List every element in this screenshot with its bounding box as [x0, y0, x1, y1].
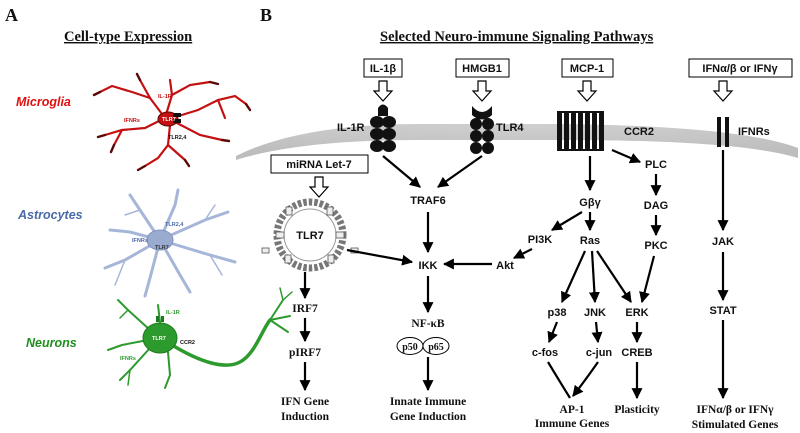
astrocytes-tlr7-label: TLR7 [155, 245, 169, 251]
hmgb1-label: HMGB1 [462, 63, 502, 75]
arrow-tlr7-ikk [346, 248, 414, 266]
astrocytes-tlr24-label: TLR2,4 [165, 222, 184, 228]
panel-a-letter: A [5, 5, 18, 25]
node-pi3k: PI3K [528, 234, 553, 246]
arrow-ras-erk [596, 250, 632, 303]
node-ras: Ras [580, 235, 600, 247]
neurons-ifnrs-label: IFNRs [120, 356, 136, 362]
neurons-illustration [107, 287, 293, 389]
ligand-arrows [308, 80, 734, 198]
pathway-arrows [299, 148, 729, 398]
arrow-il1r-traf6 [382, 155, 421, 188]
arrow-pi3k-akt [513, 248, 533, 259]
tlr4-label: TLR4 [496, 122, 524, 134]
tlr4-receptor-icon [470, 106, 494, 154]
arrow-gby-pi3k [551, 211, 583, 231]
ifn-hollow-arrow [712, 80, 734, 102]
outcome-stim-1: IFNα/β or IFNγ [696, 404, 774, 416]
astrocytes-label: Astrocytes [17, 208, 83, 222]
node-ikk: IKK [419, 260, 438, 272]
outcome-plasticity: Plasticity [614, 404, 660, 416]
hmgb1-box [455, 58, 510, 78]
node-jak: JAK [712, 236, 734, 248]
node-p65: p65 [428, 342, 444, 353]
arrow-ccr2-plc [611, 148, 642, 164]
node-cfos: c-fos [532, 347, 558, 359]
node-dag: DAG [644, 200, 668, 212]
microglia-il1r-label: IL-1R [158, 94, 172, 100]
mirna-let7-label: miRNA Let-7 [286, 159, 352, 171]
node-p38: p38 [548, 307, 567, 319]
arrow-ras-p38 [560, 250, 587, 304]
tlr7-endosome-icon [261, 198, 359, 272]
tlr7-label: TLR7 [296, 230, 324, 242]
neurons-tlr7-label: TLR7 [152, 336, 166, 342]
ccr2-label: CCR2 [624, 126, 654, 138]
microglia-illustration [92, 72, 252, 172]
arrow-tlr4-traf6 [437, 155, 483, 188]
node-akt: Akt [496, 260, 514, 272]
node-pirf7: pIRF7 [289, 347, 321, 359]
ifn-ligand-label: IFNα/β or IFNγ [702, 63, 778, 75]
astrocytes-ifnrs-label: IFNRs [132, 238, 148, 244]
node-plc: PLC [645, 159, 667, 171]
panel-b-letter: B [260, 5, 272, 25]
neurons-il1r-label: IL-1R [166, 310, 180, 316]
outcome-ifn-gene-1: IFN Gene [281, 396, 329, 408]
mirna-hollow-arrow [308, 176, 330, 198]
outcome-stim-2: Stimulated Genes [692, 419, 779, 431]
p65-oval [422, 337, 450, 355]
node-pkc: PKC [644, 240, 667, 252]
mirna-let7-box [270, 154, 369, 174]
node-traf6: TRAF6 [410, 195, 445, 207]
arrow-fos-jun-ap1 [547, 361, 599, 398]
node-gby: Gβγ [579, 197, 601, 209]
mcp1-box [561, 58, 614, 78]
hmgb1-hollow-arrow [471, 80, 493, 102]
node-p50: p50 [402, 342, 418, 353]
node-nfkb: NF-κB [411, 318, 445, 330]
node-irf7: IRF7 [292, 303, 318, 315]
ifnrs-label: IFNRs [738, 126, 770, 138]
node-cjun: c-jun [586, 347, 613, 359]
node-stat: STAT [709, 305, 736, 317]
ifn-box [688, 58, 793, 78]
panel-b-title: Selected Neuro-immune Signaling Pathways [380, 29, 654, 45]
il1b-box [363, 58, 403, 78]
panel-a-title: Cell-type Expression [64, 29, 192, 45]
arrow-ras-jnk [588, 250, 600, 304]
node-creb: CREB [621, 347, 652, 359]
neurons-label: Neurons [26, 336, 77, 350]
ccr2-receptor-icon [557, 111, 604, 151]
outcome-innate-2: Gene Induction [390, 411, 467, 423]
arrow-pkc-erk [639, 255, 656, 304]
neurons-ccr2-label: CCR2 [180, 340, 195, 346]
outcome-ap1-2: Immune Genes [535, 418, 610, 430]
mcp1-label: MCP-1 [570, 63, 604, 75]
il1r-receptor-icon [370, 104, 396, 152]
arrow-p38-cfos [547, 321, 559, 344]
outcome-innate-1: Innate Immune [390, 396, 466, 408]
microglia-tlr7-label: TLR7 [162, 117, 176, 123]
il1b-hollow-arrow [372, 80, 394, 102]
outcome-ifn-gene-2: Induction [281, 411, 330, 423]
microglia-label: Microglia [16, 95, 71, 109]
ifnrs-receptor-icon [717, 117, 729, 147]
node-erk: ERK [625, 307, 648, 319]
arrow-jnk-cjun [591, 321, 603, 344]
il1r-label: IL-1R [337, 122, 365, 134]
astrocytes-illustration [103, 188, 237, 298]
microglia-ifnrs-label: IFNRs [124, 118, 140, 124]
il1b-label: IL-1β [370, 63, 397, 75]
microglia-tlr24-label: TLR2,4 [168, 135, 187, 141]
node-jnk: JNK [584, 307, 606, 319]
outcome-ap1-1: AP-1 [560, 404, 585, 416]
mcp1-hollow-arrow [576, 80, 598, 102]
